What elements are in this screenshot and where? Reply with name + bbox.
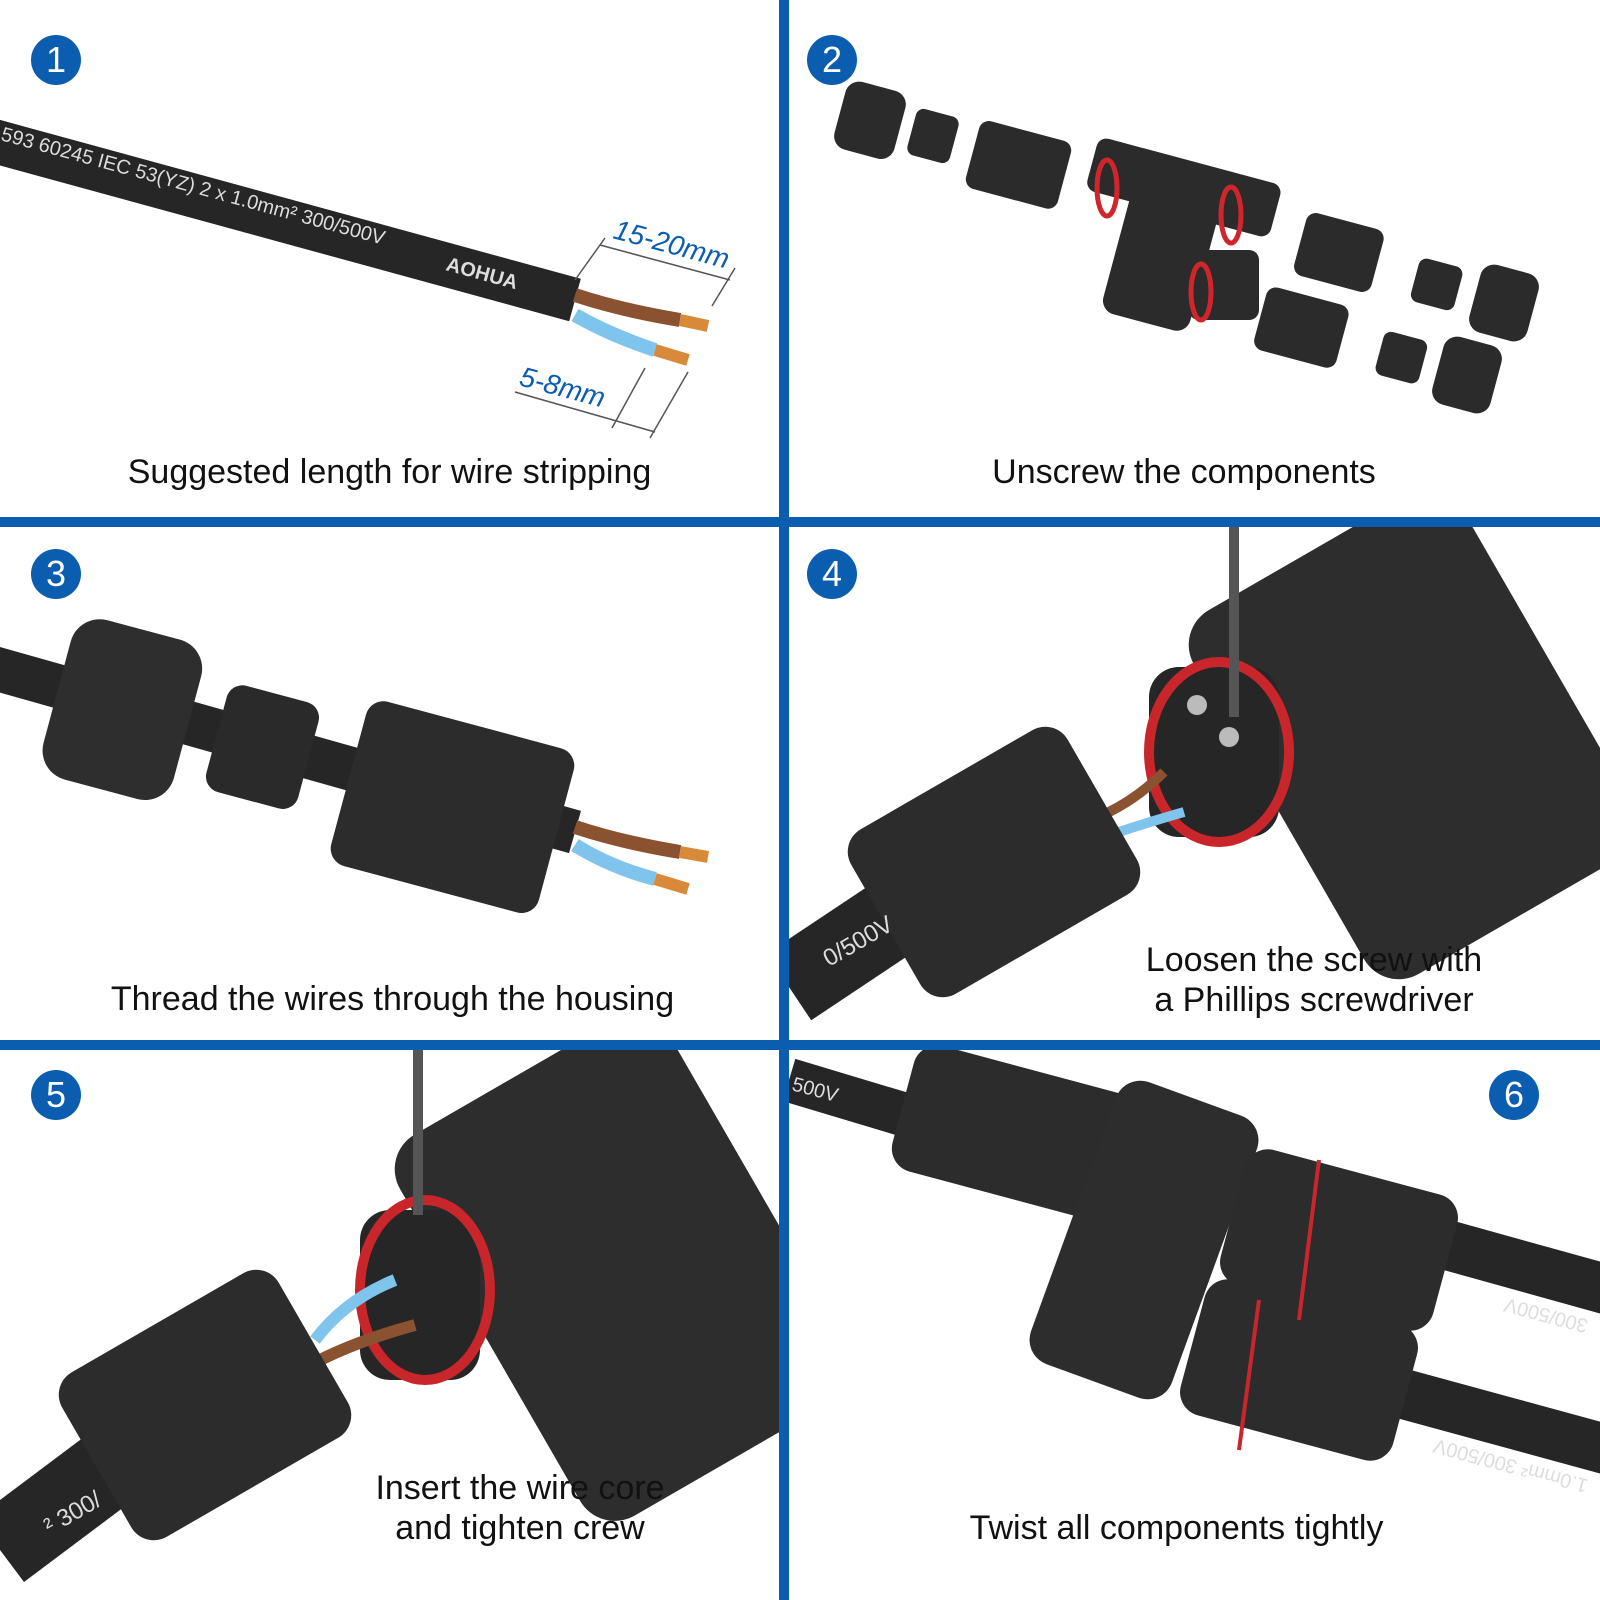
step-caption-line-1: Insert the wire core [375, 1469, 665, 1507]
step-number-badge: 1 [31, 35, 81, 85]
insert-wire-illustration: ² 300/ [0, 1050, 779, 1582]
exploded-connector-illustration [834, 81, 1539, 414]
step-caption-line-2: and tighten crew [395, 1509, 645, 1547]
horizontal-divider-2 [0, 1040, 1600, 1050]
dimension-long-label: 15-20mm [610, 214, 732, 275]
step-caption: Twist all components tightly [969, 1509, 1384, 1547]
step-caption: Unscrew the components [992, 453, 1376, 491]
threaded-housing-illustration [0, 619, 710, 914]
step-number-badge: 6 [1489, 1070, 1539, 1120]
step-number-badge: 2 [807, 35, 857, 85]
step-1-panel: 593 60245 IEC 53(YZ) 2 x 1.0mm² 300/500V… [0, 0, 779, 517]
assembled-connector-illustration: 500V 300/500V 1.0mm² 300/500V [789, 1050, 1600, 1496]
step-caption: Thread the wires through the housing [110, 980, 675, 1018]
cable-print: 593 60245 IEC 53(YZ) 2 x 1.0mm² 300/500V [0, 124, 388, 250]
step-number-badge: 4 [807, 549, 857, 599]
step-caption: Suggested length for wire stripping [127, 453, 652, 491]
horizontal-divider-1 [0, 517, 1600, 527]
step-6-panel: 500V 300/500V 1.0mm² 300/500V 6 Twist al… [789, 1050, 1600, 1600]
step-number-badge: 5 [31, 1070, 81, 1120]
step-5-panel: ² 300/ 5 Insert the wire core and tighte… [0, 1050, 779, 1600]
step-number-badge: 3 [31, 549, 81, 599]
screwdriver-loosen-illustration: 0/500V [789, 527, 1600, 1021]
step-4-panel: 0/500V 4 Loosen the screw with a Phillip… [789, 527, 1600, 1040]
step-3-panel: 3 Thread the wires through the housing [0, 527, 779, 1040]
stripped-cable-illustration: 593 60245 IEC 53(YZ) 2 x 1.0mm² 300/500V… [0, 119, 736, 439]
step-2-panel: 2 Unscrew the components [789, 0, 1600, 517]
vertical-divider [779, 0, 789, 1600]
step-caption-line-2: a Phillips screwdriver [1154, 981, 1474, 1019]
step-caption-line-1: Loosen the screw with [1145, 941, 1483, 979]
